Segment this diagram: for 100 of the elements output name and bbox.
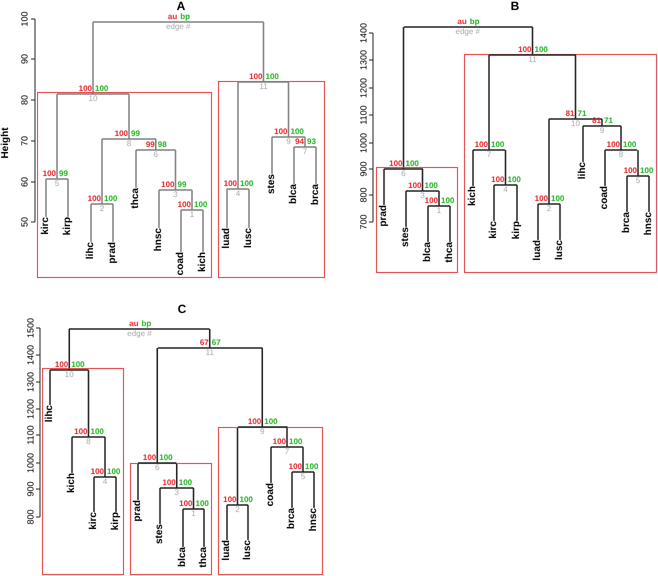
bp-value: 100 — [95, 85, 108, 93]
au-value: 100 — [624, 167, 637, 175]
leaf-label: blca — [177, 547, 189, 568]
au-value: 94 — [295, 138, 304, 146]
edge-number: 9 — [286, 138, 291, 146]
tick-label: 800 — [26, 509, 36, 525]
edge-number: 9 — [260, 428, 264, 436]
au-value: 100 — [491, 176, 504, 184]
dendrogram-branch — [559, 204, 561, 240]
au-value: 100 — [389, 160, 402, 168]
bp-value: 100 — [551, 195, 564, 203]
leaf-label: prad — [378, 205, 390, 227]
leaf-label: lihc — [85, 242, 97, 260]
bp-value: 100 — [104, 195, 118, 203]
leaf-label: coad — [175, 252, 187, 276]
au-value: 100 — [179, 500, 192, 508]
tick-label: 700 — [360, 214, 368, 230]
bp-value: 100 — [107, 468, 120, 476]
dendrogram-branch — [637, 150, 639, 176]
edge-number: 7 — [486, 151, 492, 159]
dendrogram-branch — [537, 204, 539, 240]
tick-label: 100 — [20, 11, 30, 27]
bp-value: 100 — [90, 428, 104, 436]
leaf-label: stes — [154, 524, 166, 544]
au-value: 100 — [88, 195, 101, 203]
au-value: 100 — [288, 463, 302, 471]
edge-number: 6 — [401, 170, 406, 178]
au-value: 100 — [606, 141, 620, 149]
bp-value: 100 — [240, 180, 254, 188]
leaf-label: blca — [422, 242, 434, 262]
dendrogram-branch — [202, 210, 204, 252]
edge-number: 8 — [126, 140, 132, 148]
dendrogram-branch — [383, 169, 385, 205]
dendrogram-branch — [112, 204, 114, 242]
dendrogram-branch — [286, 427, 288, 447]
leaf-label: luad — [221, 540, 233, 561]
panel-title: A — [176, 0, 186, 12]
au-value: 100 — [424, 197, 438, 205]
bp-value: 100 — [290, 128, 304, 136]
dendrogram-branch — [262, 348, 263, 427]
dendrogram-branch — [92, 22, 94, 94]
dendrogram-branch — [237, 82, 239, 189]
dendrogram-branch — [626, 176, 628, 212]
edge-number: 2 — [235, 506, 240, 514]
tick-label: 1000 — [360, 132, 368, 154]
bp-value: 99 — [131, 130, 140, 138]
leaf-label: kich — [197, 252, 209, 272]
au-value: 100 — [74, 428, 88, 436]
au-value: 100 — [223, 496, 236, 504]
dendrogram-branch — [115, 477, 117, 512]
dendrogram-branch — [532, 27, 534, 55]
dendrogram-branch — [620, 126, 622, 150]
dendrogram-branch — [438, 191, 440, 206]
bp-value: 100 — [406, 160, 419, 168]
au-value: 100 — [78, 85, 92, 93]
au-value: au — [457, 18, 467, 26]
cluster-box — [130, 463, 212, 575]
edge-number: 1 — [436, 207, 442, 215]
bp-value: 100 — [305, 463, 318, 471]
dendrogram-branch — [182, 509, 184, 547]
edge-number: 7 — [284, 448, 290, 456]
au-value: 100 — [248, 418, 262, 426]
edge-number: 9 — [600, 127, 604, 135]
bp-value: bp — [180, 13, 190, 21]
dendrogram-branch — [248, 189, 250, 228]
leaf-label: hnsc — [153, 228, 165, 252]
panel-title: C — [178, 303, 186, 315]
bp-value: 100 — [196, 500, 209, 508]
edge-number: 4 — [236, 190, 240, 198]
tick-label: 50 — [20, 217, 30, 227]
bp-value: 99 — [59, 170, 68, 178]
edge-number: 10 — [88, 95, 98, 103]
bp-value: 100 — [534, 46, 548, 54]
au-value: 100 — [408, 182, 422, 190]
au-value: 100 — [534, 195, 548, 203]
edge-number: edge # — [166, 23, 190, 31]
dendrogram-branch — [180, 210, 182, 252]
tick-label: 70 — [20, 136, 30, 146]
dendrogram-branch — [304, 137, 306, 147]
dendrogram-branch — [271, 137, 273, 174]
bp-value: 100 — [194, 201, 208, 209]
dendrogram-branch — [191, 190, 193, 210]
tick-label: 1000 — [26, 452, 36, 474]
cluster-box — [218, 81, 325, 278]
au-value: 67 — [200, 339, 209, 347]
dendrogram-branch — [88, 370, 90, 437]
edge-number: 2 — [546, 205, 552, 213]
leaf-label: kich — [467, 186, 479, 206]
bp-value: 100 — [508, 176, 521, 184]
edge-number: 11 — [259, 83, 268, 91]
leaf-label: coad — [265, 483, 277, 506]
edge-number: 10 — [64, 371, 74, 379]
dendrogram-branch — [493, 185, 495, 221]
dendrogram-branch — [155, 139, 156, 150]
dendrogram-branch — [104, 437, 106, 477]
au-value: 100 — [162, 479, 176, 487]
tick-label: 1400 — [26, 344, 36, 366]
dendrogram-branch — [174, 150, 176, 190]
au-value: 99 — [146, 141, 155, 149]
leaf-label: prad — [107, 242, 119, 264]
